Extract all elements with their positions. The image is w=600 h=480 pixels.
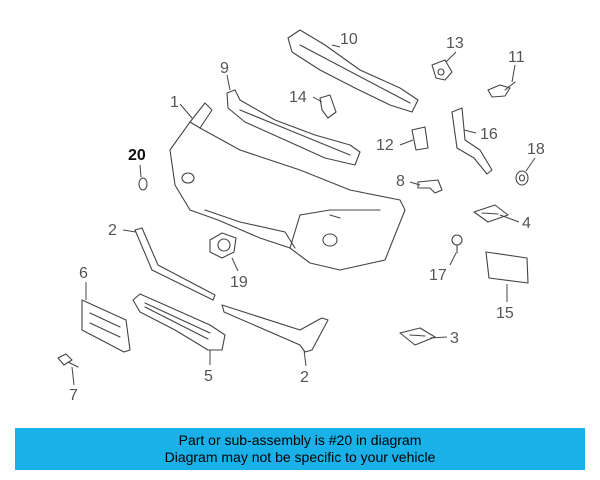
- callout-17: 17: [429, 267, 447, 284]
- callout-1: 1: [170, 94, 179, 111]
- fog-lamp-part: [209, 232, 237, 259]
- grommet-part: [515, 170, 529, 186]
- cover-part-15: [485, 251, 529, 284]
- lower-trim-strip-part: [134, 227, 216, 301]
- banner-line-2: Diagram may not be specific to your vehi…: [164, 449, 436, 465]
- reinforcement-beam-part: [287, 29, 419, 113]
- callout-2-lower: 2: [300, 369, 309, 386]
- clip-part-12: [411, 126, 429, 151]
- bolt-part-11: [487, 81, 516, 98]
- banner-line-1: Part or sub-assembly is #20 in diagram: [178, 432, 422, 448]
- callout-12: 12: [376, 137, 394, 154]
- trim-strip-part: [221, 304, 329, 353]
- side-bracket-part: [451, 107, 493, 175]
- callout-5: 5: [204, 368, 213, 385]
- callout-9: 9: [220, 60, 229, 77]
- push-pin-part: [451, 234, 463, 254]
- callout-7: 7: [69, 387, 78, 404]
- lower-grille-part: [132, 293, 226, 351]
- callout-18: 18: [527, 141, 545, 158]
- info-banner: Part or sub-assembly is #20 in diagram D…: [15, 428, 585, 470]
- bracket-part-3: [399, 327, 436, 346]
- ring-part-20: [138, 177, 148, 191]
- callout-20: 20: [128, 147, 146, 164]
- license-plate-bracket-part: [81, 299, 131, 353]
- bracket-part-13: [431, 59, 453, 81]
- callout-6: 6: [79, 265, 88, 282]
- energy-absorber-part: [226, 89, 361, 166]
- callout-19: 19: [230, 274, 248, 291]
- bumper-cover-part: [169, 102, 406, 271]
- callout-8: 8: [396, 173, 405, 190]
- callout-15: 15: [496, 305, 514, 322]
- exploded-parts-diagram: 1 2 2 3 4 5 6 7 8 9 10 11 12 13 14 15 16…: [57, 29, 545, 404]
- callout-13: 13: [446, 35, 464, 52]
- callout-16: 16: [480, 126, 498, 143]
- leader-lines: [71, 44, 536, 386]
- bracket-part-4: [473, 204, 509, 223]
- callout-3: 3: [450, 330, 459, 347]
- callout-2-upper: 2: [108, 222, 117, 239]
- callout-4: 4: [522, 215, 531, 232]
- bracket-part-14: [319, 94, 337, 119]
- screw-part: [57, 353, 79, 368]
- callout-11: 11: [508, 49, 525, 66]
- callout-14: 14: [289, 89, 307, 106]
- callout-10: 10: [340, 31, 358, 48]
- clip-part-8: [417, 179, 443, 194]
